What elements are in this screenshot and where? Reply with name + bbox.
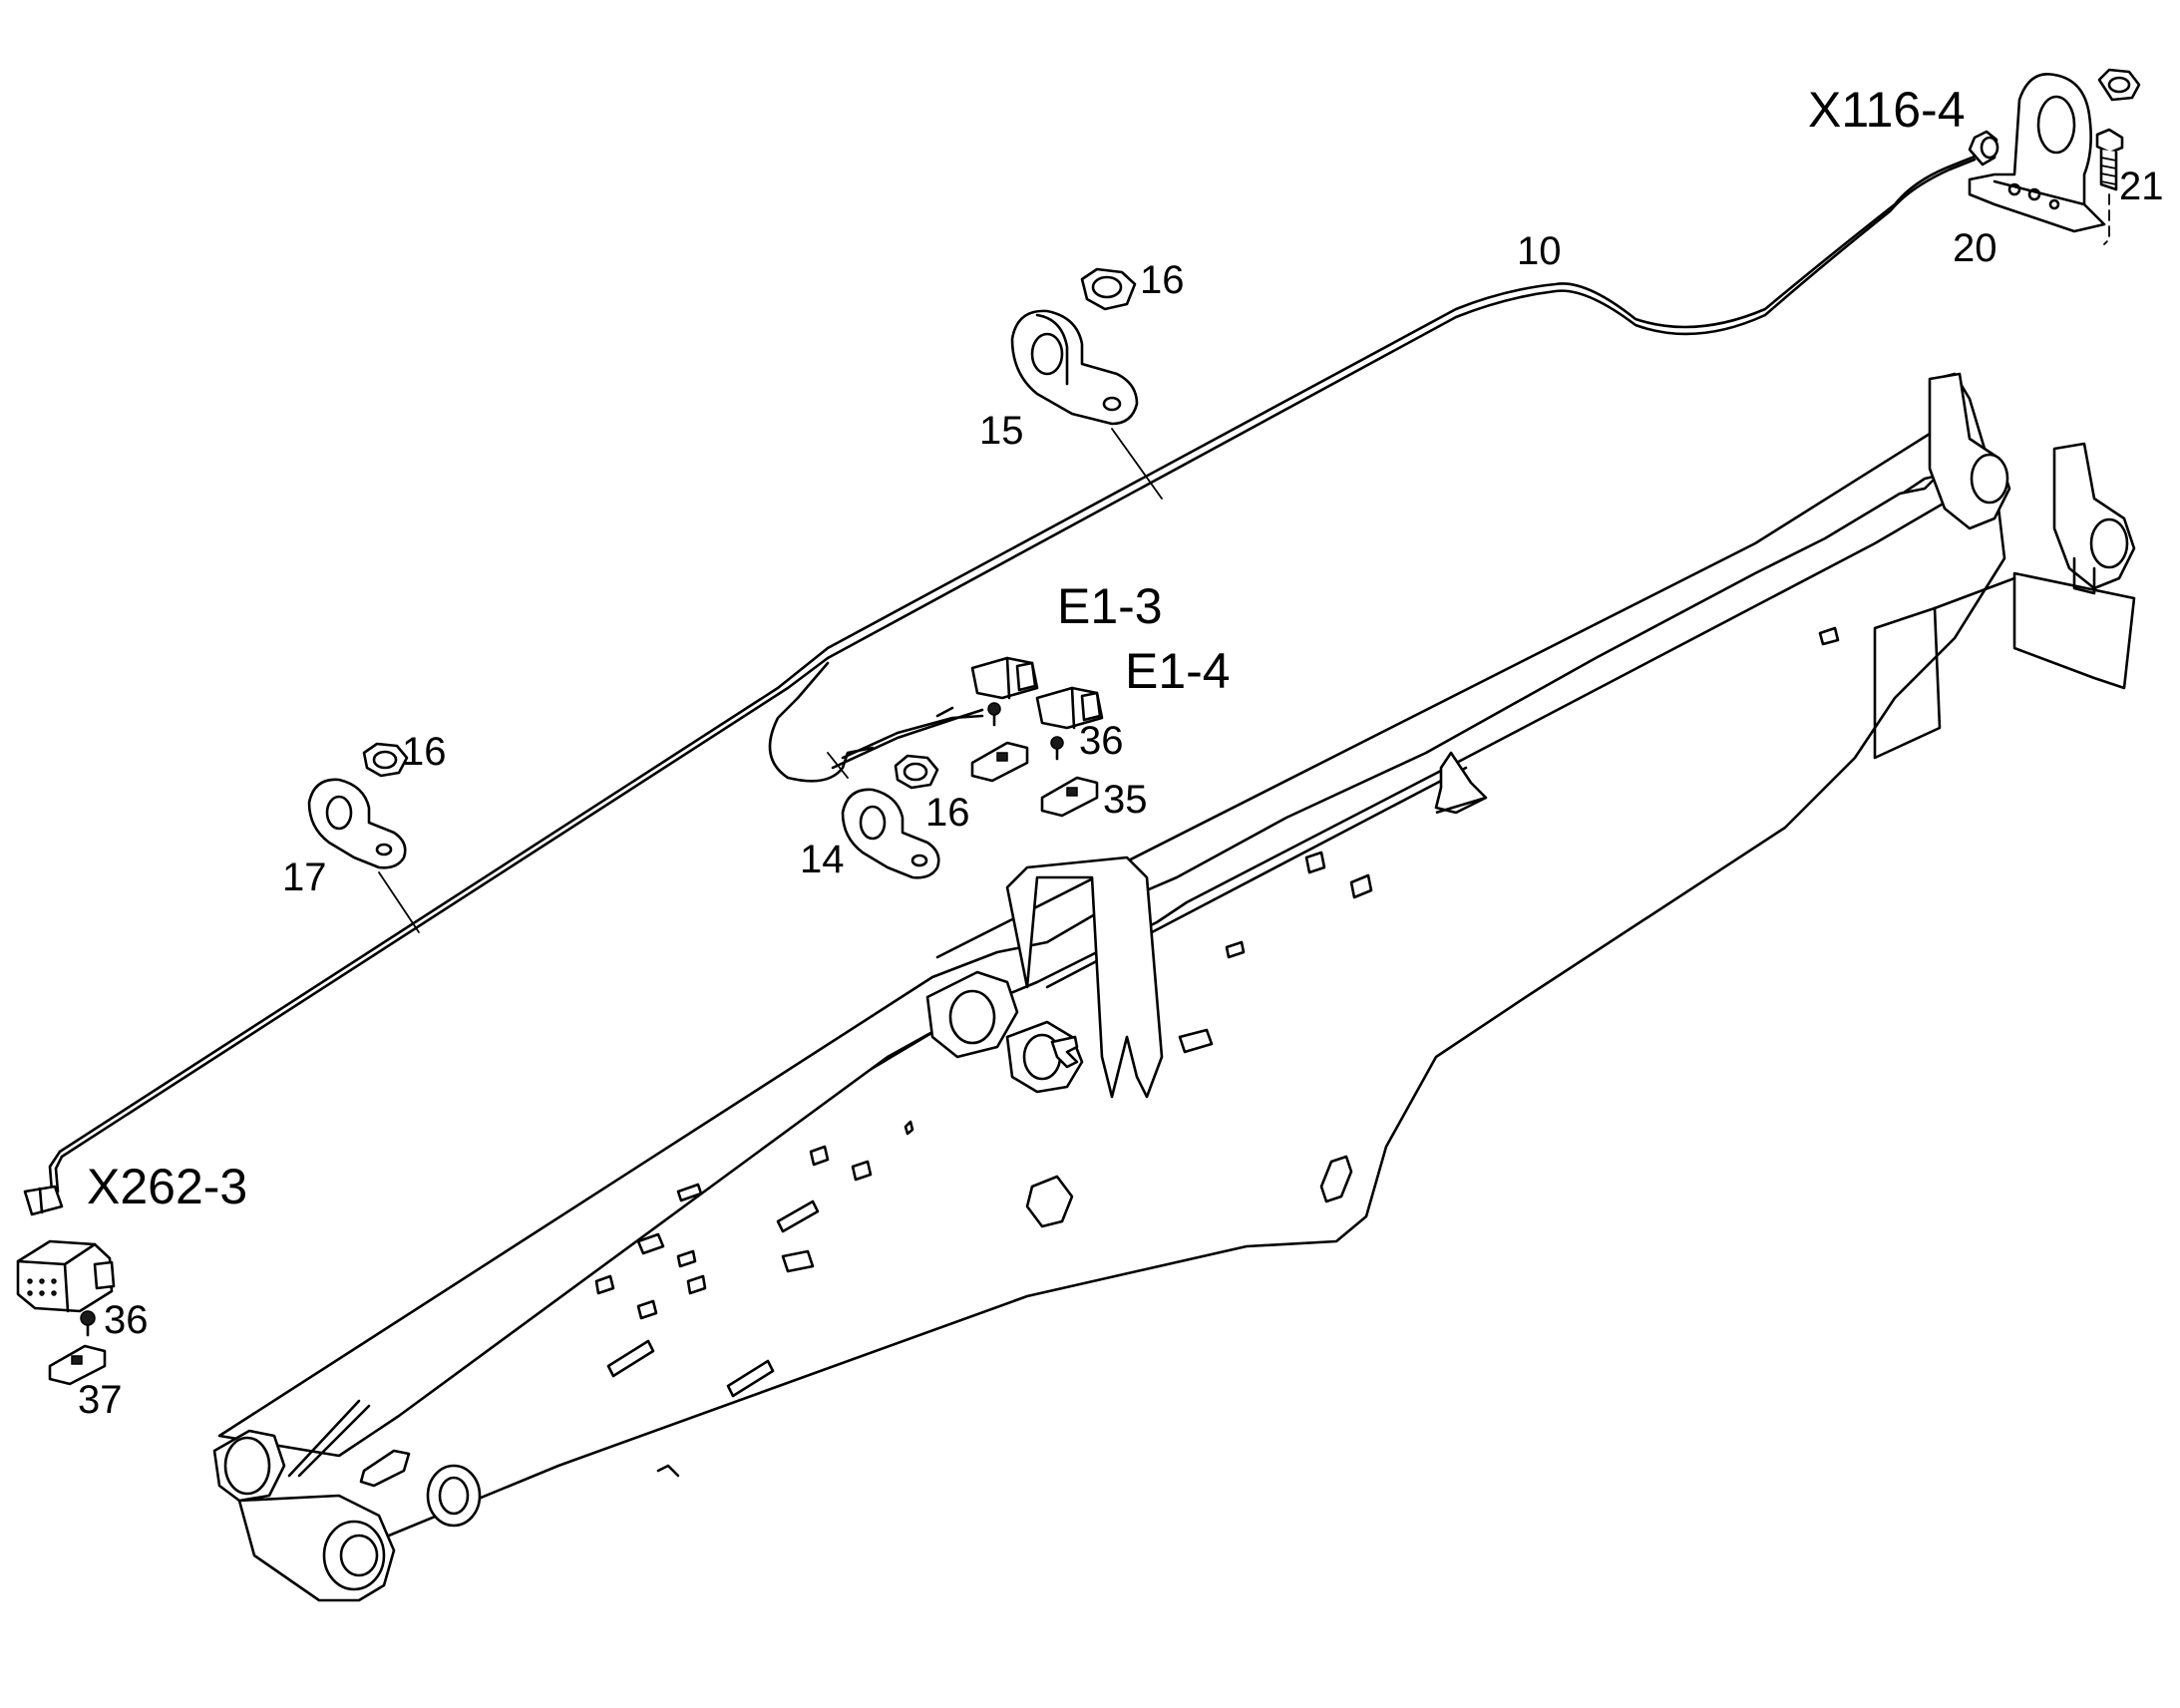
sensor-x116-4	[1968, 130, 1999, 167]
nut-16-top	[1080, 267, 1137, 311]
holder-35	[1040, 776, 1099, 818]
label-16-top: 16	[1140, 258, 1185, 302]
callout-labels: X116-4 21 20 10 16 15 E1-3 E1-4 36 35 16…	[78, 82, 2164, 1422]
label-37: 37	[78, 1378, 123, 1422]
label-20: 20	[1953, 226, 1998, 270]
label-36-left: 36	[104, 1298, 149, 1342]
nut-16-mid	[894, 754, 939, 790]
nut-top-right	[2097, 68, 2141, 102]
label-x116-4: X116-4	[1808, 82, 1966, 138]
connector-x262-3	[23, 1185, 64, 1216]
nut-16-left	[362, 742, 409, 778]
clamp-17	[307, 778, 420, 933]
bolt-21	[2095, 128, 2124, 245]
clamp-15	[1010, 309, 1163, 500]
label-e1-3: E1-3	[1057, 578, 1163, 634]
label-10: 10	[1517, 229, 1562, 273]
connector-e1-3	[970, 656, 1039, 700]
label-14: 14	[800, 838, 845, 881]
screw-36-mid	[1050, 736, 1064, 761]
connector-e1-4	[1035, 686, 1104, 730]
holder-mid-upper	[970, 741, 1029, 783]
label-16-mid: 16	[925, 791, 970, 835]
clamp-14	[827, 752, 940, 879]
label-21: 21	[2119, 165, 2164, 208]
harness-cable-10	[48, 153, 1982, 1194]
label-35: 35	[1103, 778, 1148, 822]
label-36-mid: 36	[1079, 719, 1124, 763]
label-16-left: 16	[402, 730, 447, 774]
label-15: 15	[979, 409, 1024, 453]
label-e1-4: E1-4	[1125, 643, 1231, 699]
bracket-20	[1968, 73, 2106, 233]
holder-37	[48, 1344, 107, 1386]
housing-x262-3	[16, 1239, 116, 1313]
screw-36-mid-a	[987, 702, 1001, 727]
label-17: 17	[282, 855, 327, 899]
label-x262-3: X262-3	[87, 1159, 247, 1214]
boom-arm	[212, 372, 2136, 1602]
screw-36-left	[80, 1310, 96, 1337]
